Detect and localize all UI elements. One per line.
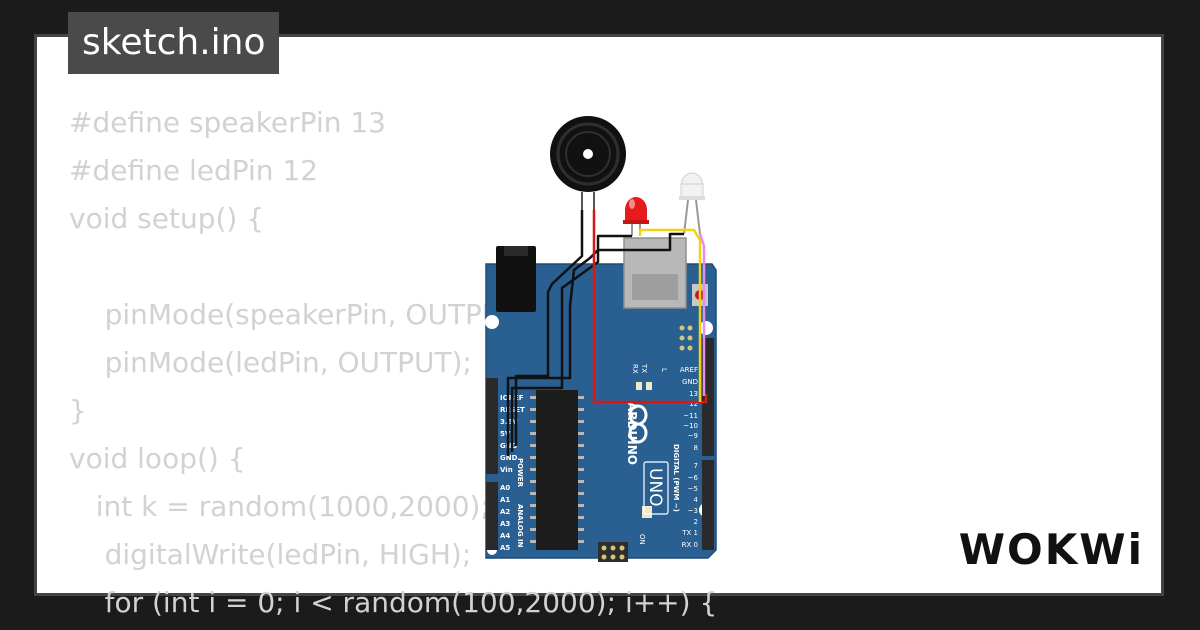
- code-line: #define speakerPin 13: [69, 106, 386, 139]
- tx-label: TX: [640, 363, 648, 373]
- white-led[interactable]: [679, 172, 705, 200]
- svg-text:AREF: AREF: [680, 366, 698, 374]
- wire-led-gnd-1: [510, 234, 632, 452]
- svg-text:A2: A2: [500, 508, 510, 516]
- analog-header: [486, 482, 498, 550]
- svg-text:2: 2: [694, 518, 698, 526]
- icsp-header: [679, 325, 693, 351]
- svg-text:A5: A5: [500, 544, 510, 552]
- svg-text:~11: ~11: [683, 412, 698, 420]
- code-line: int k = random(1000,2000);: [69, 490, 490, 523]
- code-line: pinMode(ledPin, OUTPUT);: [69, 346, 472, 379]
- power-header-label: POWER: [516, 458, 524, 488]
- wires: [506, 210, 708, 456]
- wire-red-led: [638, 228, 702, 402]
- svg-text:5V: 5V: [500, 430, 511, 438]
- svg-text:Vin: Vin: [500, 466, 513, 474]
- digital-pin-labels-top: AREF GND 13 12 ~11 ~10 ~9 8: [680, 366, 698, 452]
- dc-jack: [496, 246, 536, 312]
- wire-buzzer-gnd: [514, 210, 584, 446]
- digital-pin-labels-bottom: 7 ~6 ~5 4 ~3 2 TX 1 RX 0: [681, 462, 698, 549]
- svg-text:A0: A0: [500, 484, 510, 492]
- circuit-diagram: POWER ANALOG IN IOREF RESET 3.3V 5V GND …: [485, 116, 717, 562]
- arduino-model: UNO: [645, 468, 665, 507]
- wire-led-gnd-2: [506, 232, 684, 456]
- svg-text:~3: ~3: [688, 507, 698, 515]
- svg-text:~9: ~9: [688, 432, 698, 440]
- svg-text:~6: ~6: [688, 474, 699, 482]
- svg-text:7: 7: [694, 462, 698, 470]
- code-line: digitalWrite(ledPin, HIGH);: [69, 538, 472, 571]
- svg-text:RX 0: RX 0: [682, 541, 698, 549]
- digital-header-bottom: [702, 460, 714, 550]
- svg-text:A4: A4: [500, 532, 510, 540]
- code-line: pinMode(speakerPin, OUTPUT);: [69, 298, 540, 331]
- svg-text:4: 4: [694, 496, 699, 504]
- power-led: [642, 506, 652, 518]
- analog-pin-labels: A0 A1 A2 A3 A4 A5: [500, 484, 510, 552]
- svg-text:TX 1: TX 1: [681, 529, 698, 537]
- code-line: void loop() {: [69, 442, 246, 475]
- svg-text:GND: GND: [682, 378, 698, 386]
- wire-white-led: [698, 233, 706, 396]
- uno-badge: [643, 461, 669, 515]
- mounting-hole: [699, 321, 713, 335]
- code-line: void setup() {: [69, 202, 265, 235]
- tx-led: [636, 382, 642, 390]
- svg-text:GND: GND: [500, 454, 518, 462]
- svg-text:A1: A1: [500, 496, 510, 504]
- file-name-tab[interactable]: sketch.ino: [68, 12, 280, 74]
- svg-text:8: 8: [694, 444, 698, 452]
- atmega-chip: [536, 390, 578, 550]
- red-led[interactable]: [623, 197, 649, 224]
- analog-header-label: ANALOG IN: [516, 504, 524, 548]
- digital-header-label: DIGITAL (PWM ~): [672, 444, 680, 512]
- l-label: L: [660, 368, 668, 372]
- code-line: for (int i = 0; i < random(100,2000); i+…: [69, 586, 718, 619]
- buzzer[interactable]: [550, 116, 626, 192]
- svg-text:12: 12: [689, 400, 698, 408]
- rx-label: RX: [631, 364, 639, 374]
- icsp-header-bottom: [598, 542, 628, 562]
- code-preview: #define speakerPin 13 #define ledPin 12 vo…: [69, 99, 717, 627]
- svg-text:A3: A3: [500, 520, 510, 528]
- arduino-logo-icon: [628, 404, 648, 444]
- code-line: #define ledPin 12: [69, 154, 319, 187]
- on-label: ON: [638, 534, 646, 545]
- svg-text:13: 13: [689, 390, 698, 398]
- wokwi-logo[interactable]: WOKWi: [958, 525, 1144, 574]
- arduino-brand: ARDUINO: [625, 402, 639, 465]
- code-line: }: [69, 394, 87, 427]
- svg-text:~5: ~5: [688, 485, 698, 493]
- rx-led: [646, 382, 652, 390]
- svg-text:~10: ~10: [683, 422, 698, 430]
- mounting-hole: [485, 315, 499, 329]
- power-header: [486, 378, 498, 474]
- wire-speaker: [592, 210, 708, 404]
